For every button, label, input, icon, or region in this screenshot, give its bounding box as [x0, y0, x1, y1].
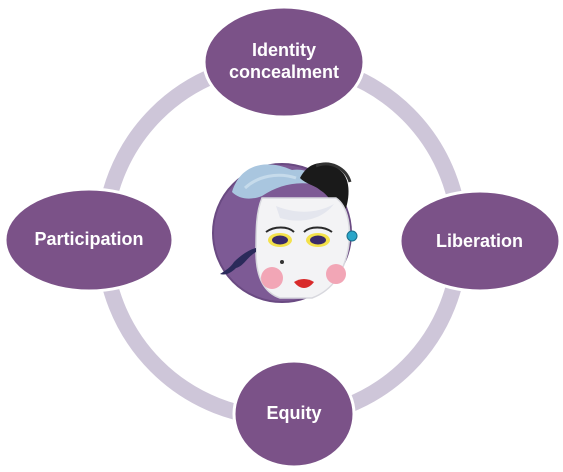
node-label: Participation — [34, 229, 144, 250]
node-label-line-2: concealment — [228, 62, 340, 82]
node-liberation: Liberation — [398, 190, 561, 293]
node-liberation-shape — [398, 189, 562, 293]
node-equity: Equity — [232, 360, 356, 468]
node-label: Liberation — [435, 230, 523, 251]
node-label-line-1: Identity — [251, 40, 316, 61]
node-equity-shape — [232, 359, 356, 469]
node-participation: Participation — [4, 188, 174, 292]
carnival-mask-icon — [212, 162, 358, 303]
node-label: Equity — [266, 403, 322, 424]
node-identity-concealment: Identity concealment — [203, 6, 365, 118]
node-participation-shape — [3, 187, 175, 293]
node-identity-concealment-shape — [202, 5, 366, 119]
